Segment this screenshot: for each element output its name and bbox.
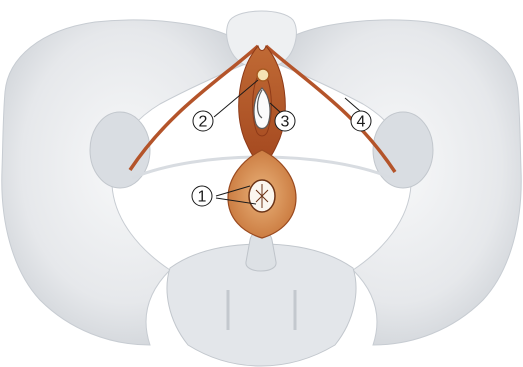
callout-3: 3	[275, 111, 295, 131]
callout-1-number: 1	[198, 189, 207, 206]
callout-4-number: 4	[357, 114, 366, 131]
callout-3-number: 3	[281, 114, 290, 131]
callout-4: 4	[351, 111, 371, 131]
callout-1: 1	[192, 186, 212, 206]
urethral-orifice	[257, 69, 269, 81]
left-acetabulum	[90, 112, 150, 188]
callout-2: 2	[193, 111, 213, 131]
callout-2-number: 2	[199, 114, 208, 131]
right-acetabulum	[373, 112, 433, 188]
